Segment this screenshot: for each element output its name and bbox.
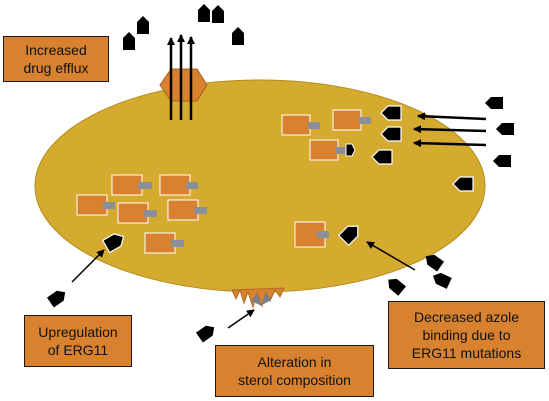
erg11-enzyme-icon xyxy=(111,174,152,196)
azole-drug-icon xyxy=(232,27,244,45)
upregulation-label-text: Upregulation of ERG11 xyxy=(38,324,118,358)
azole-drug-icon xyxy=(47,290,66,308)
outside-drugs xyxy=(47,97,514,343)
azole-drug-icon xyxy=(496,123,514,135)
azole-drug-icon xyxy=(485,97,503,109)
erg11-enzyme-icon xyxy=(144,232,184,254)
sterol-label: Alteration in sterol composition xyxy=(215,345,374,397)
erg11-enzyme-icon xyxy=(309,139,346,161)
pointer-arrows xyxy=(71,241,416,329)
azole-drug-icon xyxy=(196,325,215,343)
expelled-drugs xyxy=(123,4,244,50)
azole-drug-icon xyxy=(198,4,210,22)
fungal-cell xyxy=(34,79,486,293)
azole-drug-icon xyxy=(380,126,402,142)
erg11-enzyme-icon xyxy=(332,109,371,131)
upregulation-label: Upregulation of ERG11 xyxy=(24,315,132,367)
efflux-label: Increased drug efflux xyxy=(3,36,109,82)
mutation-label-text: Decreased azole binding due to ERG11 mut… xyxy=(411,309,522,361)
azole-drug-icon xyxy=(452,176,474,192)
erg11-enzyme-icon xyxy=(345,143,356,157)
incoming-drug-arrows xyxy=(413,112,487,148)
azole-drug-icon xyxy=(425,254,444,272)
erg11-enzyme-icon xyxy=(159,174,198,196)
efflux-label-text: Increased drug efflux xyxy=(23,42,89,76)
erg11-enzyme-icon xyxy=(76,194,115,216)
azole-drug-icon xyxy=(212,5,224,23)
efflux-arrows xyxy=(167,34,195,120)
azole-drug-icon xyxy=(380,105,402,121)
erg11-mutant-enzyme-icon xyxy=(294,221,329,248)
sterol-label-text: Alteration in sterol composition xyxy=(238,354,351,388)
intracellular-drugs xyxy=(101,105,474,254)
erg11-enzyme-icon xyxy=(167,199,207,221)
azole-drug-icon xyxy=(123,32,135,50)
erg11-enzyme-icon xyxy=(281,114,320,136)
mutation-label: Decreased azole binding due to ERG11 mut… xyxy=(388,301,545,369)
azole-drug-icon xyxy=(371,149,393,165)
azole-drug-icon xyxy=(493,155,511,167)
azole-drug-icon xyxy=(101,233,125,254)
azole-drug-icon xyxy=(337,225,359,247)
erg11-enzymes xyxy=(76,109,371,254)
azole-drug-icon xyxy=(388,278,406,296)
erg11-enzyme-icon xyxy=(117,202,157,224)
azole-drug-icon xyxy=(432,272,452,289)
azole-drug-icon xyxy=(137,16,149,34)
altered-sterol-spikes-icon xyxy=(231,287,285,309)
